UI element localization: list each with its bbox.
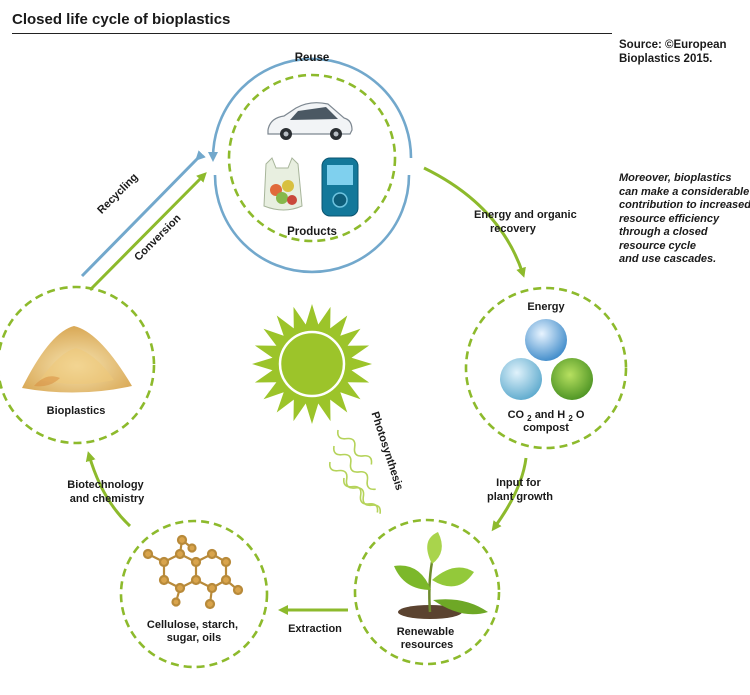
sky-image	[525, 319, 567, 361]
note-line: contribution to increased	[619, 199, 750, 211]
o-text: O	[576, 409, 585, 421]
h2o-subscript: 2	[568, 414, 573, 423]
grass-image	[551, 358, 593, 400]
biotechnology-line: and chemistry	[70, 493, 145, 505]
biotechnology-arrow	[85, 451, 132, 528]
recycling-arrow	[80, 150, 206, 278]
products-label: Products	[287, 226, 337, 238]
reuse-label: Reuse	[295, 52, 330, 64]
water-drops-image	[500, 358, 542, 400]
bioplastics-label: Bioplastics	[47, 405, 106, 417]
title-rule	[12, 33, 612, 34]
input-growth-label: Input for plant growth	[487, 477, 553, 503]
conversion-arrow	[88, 172, 207, 292]
extraction-label: Extraction	[288, 623, 342, 635]
renewable-line: Renewable	[397, 626, 454, 638]
energy-recovery-line: Energy and organic	[474, 209, 577, 221]
biotechnology-line: Biotechnology	[67, 479, 144, 491]
cellulose-line: Cellulose, starch,	[147, 619, 238, 631]
energy-recovery-label: Energy and organic recovery	[474, 209, 580, 235]
cellulose-label: Cellulose, starch, sugar, oils	[147, 619, 241, 644]
note-line: resource efficiency	[619, 212, 720, 225]
car-image	[267, 102, 353, 140]
sun-core	[278, 330, 346, 398]
co2-text: CO	[508, 409, 525, 421]
source-line: Source: ©European	[619, 39, 727, 51]
energy-node	[464, 286, 628, 450]
plastic-bag-image	[263, 157, 303, 211]
note-line: through a closed	[619, 226, 708, 238]
recycling-label: Recycling	[95, 171, 140, 216]
reuse-cycle-arrow	[208, 57, 413, 162]
note-line: Moreover, bioplastics	[619, 172, 732, 184]
page-title: Closed life cycle of bioplastics	[12, 11, 231, 28]
biotechnology-label: Biotechnology and chemistry	[67, 479, 146, 505]
photosynthesis-waves	[328, 429, 382, 514]
cellulose-line: sugar, oils	[167, 632, 221, 644]
renewable-label: Renewable resources	[397, 626, 458, 651]
reuse-cycle-return-arc	[213, 174, 411, 274]
co2-subscript: 2	[527, 414, 532, 423]
side-note: Moreover, bioplastics can make a conside…	[619, 172, 750, 267]
mobile-phone-image	[321, 157, 359, 217]
products-node	[227, 73, 397, 243]
energy-recovery-line: recovery	[490, 223, 537, 235]
molecule-image	[142, 534, 244, 610]
renewable-node	[353, 518, 501, 666]
input-growth-arrow	[491, 457, 528, 532]
input-growth-line: plant growth	[487, 491, 553, 503]
compost-label: compost	[523, 422, 569, 434]
note-line: and use cascades.	[619, 253, 717, 265]
granule-pile-image	[22, 326, 132, 393]
seedling-image	[394, 532, 488, 619]
energy-recovery-arrow	[423, 166, 526, 278]
and-h-text: and H	[535, 409, 566, 421]
energy-label: Energy	[527, 301, 565, 313]
co2-h2o-label: CO 2 and H 2 O	[508, 409, 585, 424]
photosynthesis-label: Photosynthesis	[368, 410, 405, 492]
source-credit: Source: ©European Bioplastics 2015.	[619, 38, 727, 66]
source-line: Bioplastics 2015.	[619, 53, 713, 65]
note-line: resource cycle	[619, 239, 697, 252]
cellulose-node	[119, 519, 269, 669]
renewable-line: resources	[401, 639, 454, 651]
input-growth-line: Input for	[496, 477, 541, 489]
note-line: can make a considerable	[619, 185, 750, 198]
